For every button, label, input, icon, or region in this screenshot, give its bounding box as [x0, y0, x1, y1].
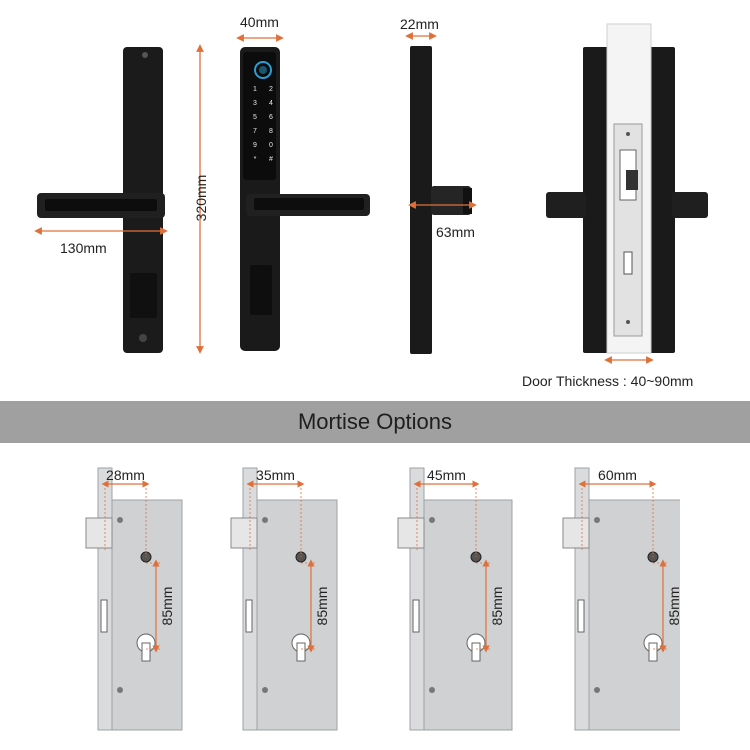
section-banner: Mortise Options: [0, 401, 750, 443]
center-distance-label: 85mm: [666, 587, 680, 626]
section-title: Mortise Options: [297, 409, 453, 434]
keypad-key-10: *: [254, 156, 257, 163]
keypad-key-9: 0: [269, 142, 273, 149]
keypad-key-11: #: [269, 156, 273, 163]
mortise-option-2: 35mm 85mm: [230, 467, 338, 731]
door-thickness-label: Door Thickness : 40~90mm: [522, 373, 694, 389]
height-label: 320mm: [193, 174, 209, 222]
backset-label: 45mm: [427, 467, 466, 483]
handle-length-label: 130mm: [60, 240, 107, 256]
front-view-lock: [240, 47, 370, 351]
keypad-key-6: 7: [253, 128, 257, 135]
keypad-key-1: 2: [269, 86, 273, 93]
keypad-key-7: 8: [269, 128, 273, 135]
keypad-key-8: 9: [253, 142, 257, 149]
installed-view: [546, 23, 708, 354]
backset-label: 35mm: [256, 467, 295, 483]
center-distance-label: 85mm: [489, 587, 505, 626]
side-view-lock: [410, 46, 472, 354]
mortise-option-1: 28mm 85mm: [85, 467, 183, 731]
keypad-key-5: 6: [269, 114, 273, 121]
side-depth-label: 22mm: [400, 16, 439, 32]
keypad-digits: 1 2 3 4 5 6 7 8 9 0 * #: [253, 86, 273, 163]
handle-projection-label: 63mm: [436, 224, 475, 240]
keypad-key-3: 4: [269, 100, 273, 107]
keypad-key-2: 3: [253, 100, 257, 107]
center-distance-label: 85mm: [314, 587, 330, 626]
backset-label: 60mm: [598, 467, 637, 483]
front-width-label: 40mm: [240, 14, 279, 30]
center-distance-label: 85mm: [159, 587, 175, 626]
keypad-key-0: 1: [253, 86, 257, 93]
mortise-option-4: 60mm 85mm: [562, 467, 680, 731]
back-view-lock: [37, 47, 165, 353]
lock-views: 1 2 3 4 5 6 7 8 9 0 * #: [34, 23, 708, 364]
keypad-key-4: 5: [253, 114, 257, 121]
backset-label: 28mm: [106, 467, 145, 483]
mortise-option-3: 45mm 85mm: [397, 467, 513, 731]
